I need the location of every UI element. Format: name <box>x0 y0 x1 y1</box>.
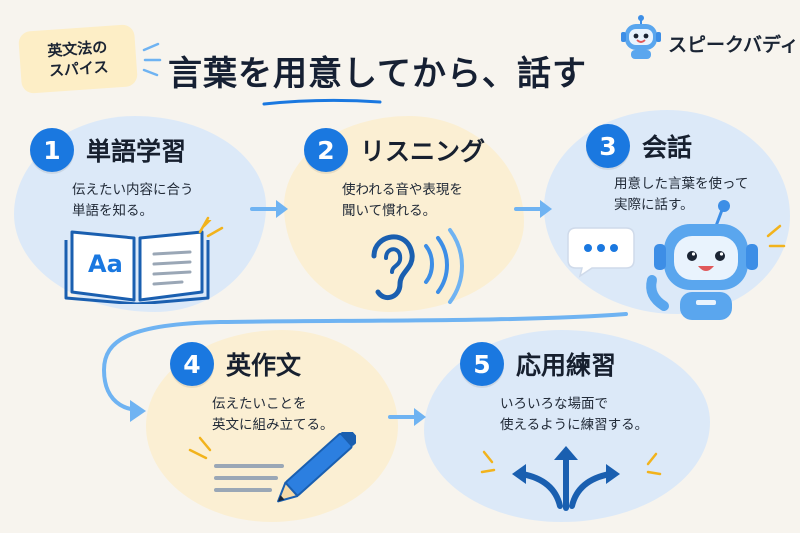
step-4-title: 英作文 <box>226 351 302 380</box>
step-1-description: 伝えたい内容に合う 単語を知る。 <box>72 182 194 219</box>
pencil-writing-icon <box>188 432 356 503</box>
step-4-number: 4 <box>170 342 214 386</box>
robot-speaking-icon <box>646 200 758 320</box>
flow-arrow-4-to-5 <box>388 408 426 426</box>
step-5-description: いろいろな場面で 使えるように練習する。 <box>500 396 649 433</box>
step-3-header: 3 会話 <box>586 124 692 168</box>
step-5-number: 5 <box>460 342 504 386</box>
step-1-title: 単語学習 <box>86 137 187 166</box>
brand-name: スピークバディ <box>668 34 799 56</box>
branching-arrows-icon <box>512 446 620 511</box>
spark-lines-icon <box>480 450 496 474</box>
step-3-number: 3 <box>586 124 630 168</box>
book-label: Aa <box>88 250 123 278</box>
spark-lines-icon <box>646 452 662 476</box>
spark-lines-icon <box>766 224 786 248</box>
flow-arrow-1-to-2 <box>250 200 288 218</box>
step-3-description: 用意した言葉を使って 実際に話す。 <box>614 176 749 213</box>
badge-line-2: スパイス <box>48 57 110 81</box>
flow-arrow-2-to-3 <box>514 200 552 218</box>
step-4-header: 4 英作文 <box>170 342 301 386</box>
open-book-icon <box>64 220 212 304</box>
ear-icon <box>371 228 464 304</box>
step-2-header: 2 リスニング <box>304 128 485 172</box>
step-2-title: リスニング <box>360 137 486 166</box>
spark-lines-icon <box>198 216 224 238</box>
spark-lines-icon <box>142 42 162 77</box>
robot-mascot-icon <box>621 15 661 59</box>
step-5-header: 5 応用練習 <box>460 342 616 386</box>
section-badge: 英文法の スパイス <box>17 24 139 94</box>
step-4-description: 伝えたいことを 英文に組み立てる。 <box>212 396 334 433</box>
step-1-header: 1 単語学習 <box>30 128 186 172</box>
step-2-number: 2 <box>304 128 348 172</box>
step-1-number: 1 <box>30 128 74 172</box>
title-underline <box>262 98 382 106</box>
flow-arrow-3-to-4 <box>101 312 628 422</box>
step-3-title: 会話 <box>642 133 693 162</box>
step-5-title: 応用練習 <box>516 351 617 380</box>
step-2-description: 使われる音や表現を 聞いて慣れる。 <box>342 182 463 219</box>
speech-bubble-icon <box>567 227 635 278</box>
step-3-card <box>544 110 790 314</box>
page-title: 言葉を用意してから、話す <box>168 54 587 94</box>
